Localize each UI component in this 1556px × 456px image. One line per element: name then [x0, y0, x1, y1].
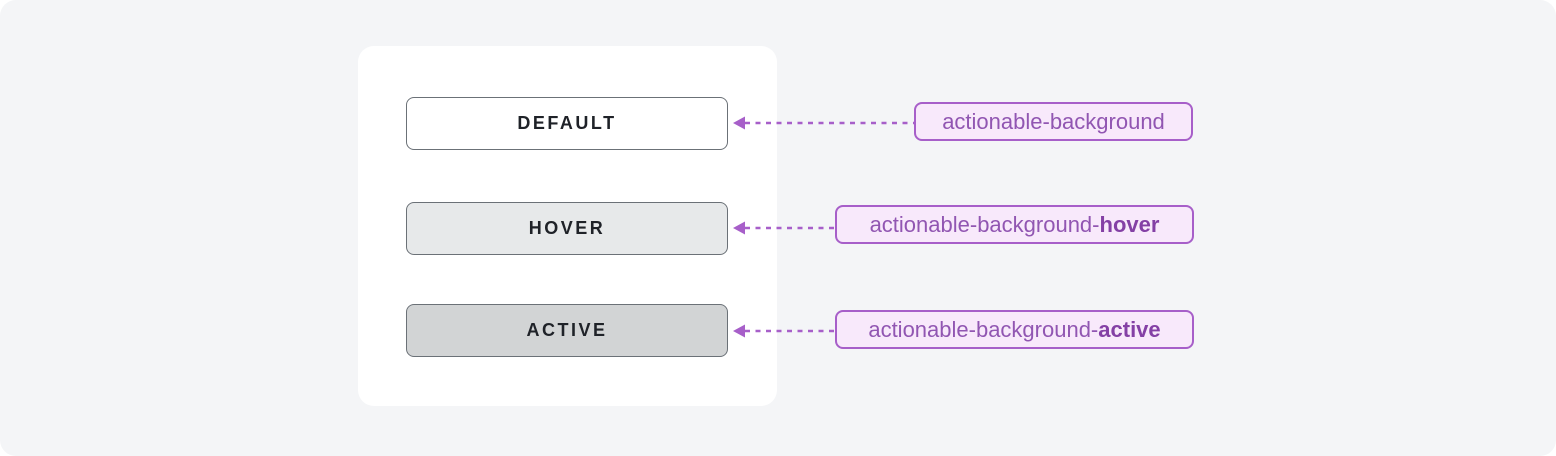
token-badge-actionable-background-hover: actionable-background-hover [835, 205, 1194, 244]
token-modifier-text: active [1098, 316, 1161, 342]
token-base-text: actionable-background [942, 108, 1165, 134]
hover-state-button[interactable]: HOVER [406, 202, 728, 255]
dashed-arrow-left-icon [733, 324, 835, 338]
token-badge-actionable-background-active: actionable-background-active [835, 310, 1194, 349]
default-state-button[interactable]: DEFAULT [406, 97, 728, 150]
token-base-text: actionable-background- [869, 211, 1100, 237]
active-state-button[interactable]: ACTIVE [406, 304, 728, 357]
dashed-arrow-left-icon [733, 116, 915, 130]
token-base-text: actionable-background- [868, 316, 1099, 342]
dashed-arrow-left-icon [733, 221, 835, 235]
token-badge-actionable-background: actionable-background [914, 102, 1193, 141]
token-modifier-text: hover [1099, 211, 1160, 237]
